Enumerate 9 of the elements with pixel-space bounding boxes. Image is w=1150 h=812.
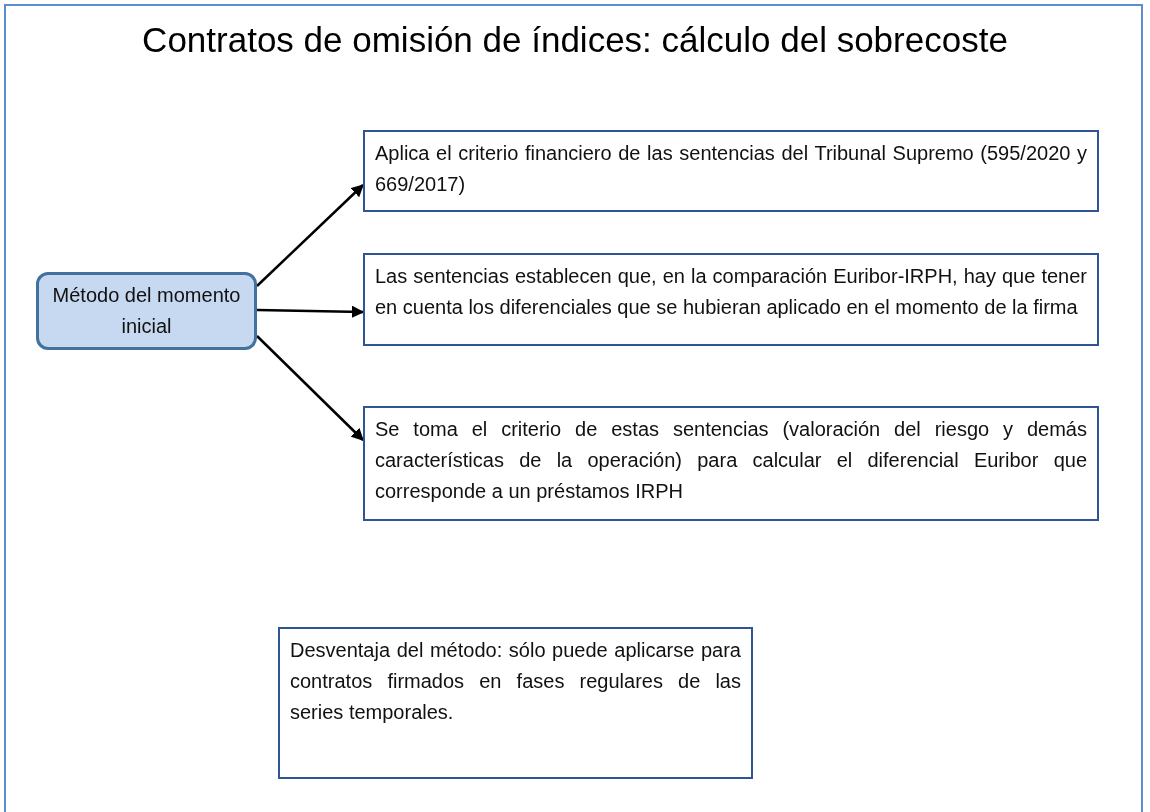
arrow <box>256 335 364 441</box>
text-box: Desventaja del método: sólo puede aplicarse para contratos firmados en fases regulares de las series temporales. <box>278 627 753 779</box>
arrow <box>256 305 365 319</box>
text-box: Las sentencias establecen que, en la comparación Euribor-IRPH, hay que tener en cuenta los diferenciales que se hubieran aplicado en el momento de la firma <box>363 253 1099 346</box>
title: Contratos de omisión de índices: cálculo del sobrecoste <box>141 20 1009 60</box>
method-box: Método del momento inicial <box>36 272 257 350</box>
arrow <box>256 184 364 287</box>
text-box: Se toma el criterio de estas sentencias (valoración del riesgo y demás características de la operación) para calcular el diferencial Euribor que corresponde a un préstamos IRPH <box>363 406 1099 521</box>
text-box: Aplica el criterio financiero de las sentencias del Tribunal Supremo (595/2020 y 669/2017) <box>363 130 1099 212</box>
